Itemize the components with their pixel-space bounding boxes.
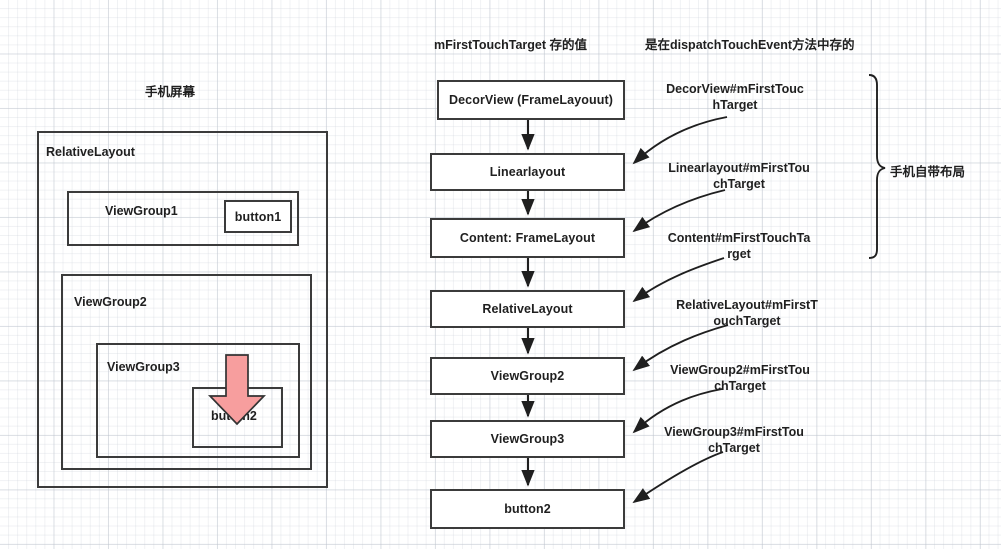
phone-screen-caption: 手机屏幕: [145, 85, 196, 99]
annotation-viewgroup3-line1: ViewGroup3#mFirstTou: [664, 425, 804, 439]
annotation-viewgroup2: ViewGroup2#mFirstTou chTarget: [660, 362, 820, 394]
viewgroup2-container: [61, 274, 312, 470]
viewgroup3-label: ViewGroup3: [107, 360, 180, 374]
annotation-viewgroup2-line2: chTarget: [714, 379, 766, 393]
annotation-relativelayout-line2: ouchTarget: [713, 314, 781, 328]
heading-mfirsttouchtarget: mFirstTouchTarget 存的值: [434, 38, 588, 52]
brace-label: 手机自带布局: [890, 165, 966, 179]
brace-icon: [868, 74, 886, 259]
flow-node-viewgroup3[interactable]: ViewGroup3: [430, 420, 625, 458]
annotation-relativelayout: RelativeLayout#mFirstT ouchTarget: [667, 297, 827, 329]
annotation-viewgroup3-line2: chTarget: [708, 441, 760, 455]
annotation-viewgroup3: ViewGroup3#mFirstTou chTarget: [654, 424, 814, 456]
annotation-decorview-line1: DecorView#mFirstTouc: [666, 82, 804, 96]
relativelayout-label: RelativeLayout: [46, 145, 135, 159]
button2-label-left: button2: [211, 409, 257, 423]
viewgroup1-container: [67, 191, 299, 246]
arrow-annotation-content: [632, 257, 725, 303]
annotation-linearlayout-line1: Linearlayout#mFirstTou: [668, 161, 810, 175]
viewgroup3-container: [96, 343, 300, 458]
annotation-decorview-line2: hTarget: [712, 98, 758, 112]
annotation-relativelayout-line1: RelativeLayout#mFirstT: [676, 298, 818, 312]
arrow-annotation-decorview: [632, 116, 728, 165]
annotation-linearlayout-line2: chTarget: [713, 177, 765, 191]
button1-box[interactable]: button1: [224, 200, 292, 233]
relativelayout-container: [37, 131, 328, 488]
annotation-viewgroup2-line1: ViewGroup2#mFirstTou: [670, 363, 810, 377]
annotation-decorview: DecorView#mFirstTouc hTarget: [655, 81, 815, 113]
arrow-annotation-viewgroup3: [632, 451, 724, 504]
viewgroup2-label: ViewGroup2: [74, 295, 147, 309]
flow-node-decorview[interactable]: DecorView (FrameLayouut): [437, 80, 625, 120]
viewgroup1-label: ViewGroup1: [105, 204, 178, 218]
flow-node-linearlayout[interactable]: Linearlayout: [430, 153, 625, 191]
heading-dispatchtouchevent: 是在dispatchTouchEvent方法中存的: [645, 38, 855, 52]
flow-node-relativelayout[interactable]: RelativeLayout: [430, 290, 625, 328]
annotation-content: Content#mFirstTouchTa rget: [659, 230, 819, 262]
annotation-content-line2: rget: [727, 247, 751, 261]
annotation-linearlayout: Linearlayout#mFirstTou chTarget: [659, 160, 819, 192]
flow-node-viewgroup2[interactable]: ViewGroup2: [430, 357, 625, 395]
arrow-annotation-linearlayout: [632, 189, 726, 233]
flow-node-content-framelayout[interactable]: Content: FrameLayout: [430, 218, 625, 258]
annotation-content-line1: Content#mFirstTouchTa: [667, 231, 811, 245]
flow-node-button2[interactable]: button2: [430, 489, 625, 529]
